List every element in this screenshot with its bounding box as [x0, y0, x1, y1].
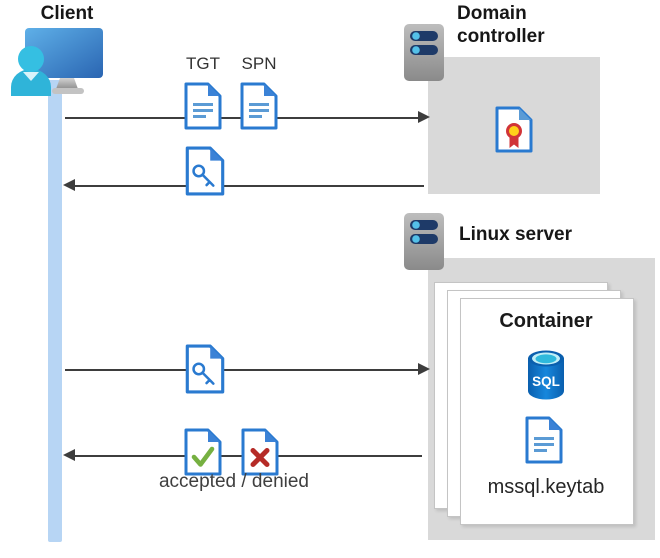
- request-arrow-to-linux: [65, 369, 419, 371]
- container-label: Container: [499, 310, 593, 332]
- arrowhead-right-icon: [418, 363, 430, 375]
- accepted-document-icon: [184, 428, 222, 476]
- arrowhead-right-icon: [418, 111, 430, 123]
- certificate-icon: [495, 106, 533, 153]
- denied-document-icon: [241, 428, 279, 476]
- arrowhead-left-icon: [63, 449, 75, 461]
- client-workstation-icon: [11, 28, 103, 96]
- key-ticket-icon: [185, 344, 225, 394]
- keytab-filename-label: mssql.keytab: [487, 476, 605, 498]
- client-label: Client: [40, 3, 94, 24]
- response-arrow-from-dc: [74, 185, 424, 187]
- client-lifeline: [48, 80, 62, 542]
- domain-controller-label: Domain controller: [457, 3, 545, 47]
- keytab-document-icon: [525, 416, 563, 464]
- container-card: [460, 298, 634, 525]
- arrowhead-left-icon: [63, 179, 75, 191]
- domain-controller-server-icon: [404, 24, 444, 81]
- spn-ticket-document-icon: [240, 82, 278, 130]
- sql-badge-text: SQL: [532, 374, 560, 389]
- sql-database-icon: SQL: [528, 350, 564, 400]
- tgt-ticket-document-icon: [184, 82, 222, 130]
- spn-label: SPN: [241, 54, 277, 73]
- tgt-label: TGT: [186, 54, 220, 73]
- key-ticket-icon: [185, 146, 225, 196]
- linux-server-label: Linux server: [459, 224, 572, 245]
- linux-server-icon: [404, 213, 444, 270]
- accepted-denied-label: accepted / denied: [158, 471, 309, 492]
